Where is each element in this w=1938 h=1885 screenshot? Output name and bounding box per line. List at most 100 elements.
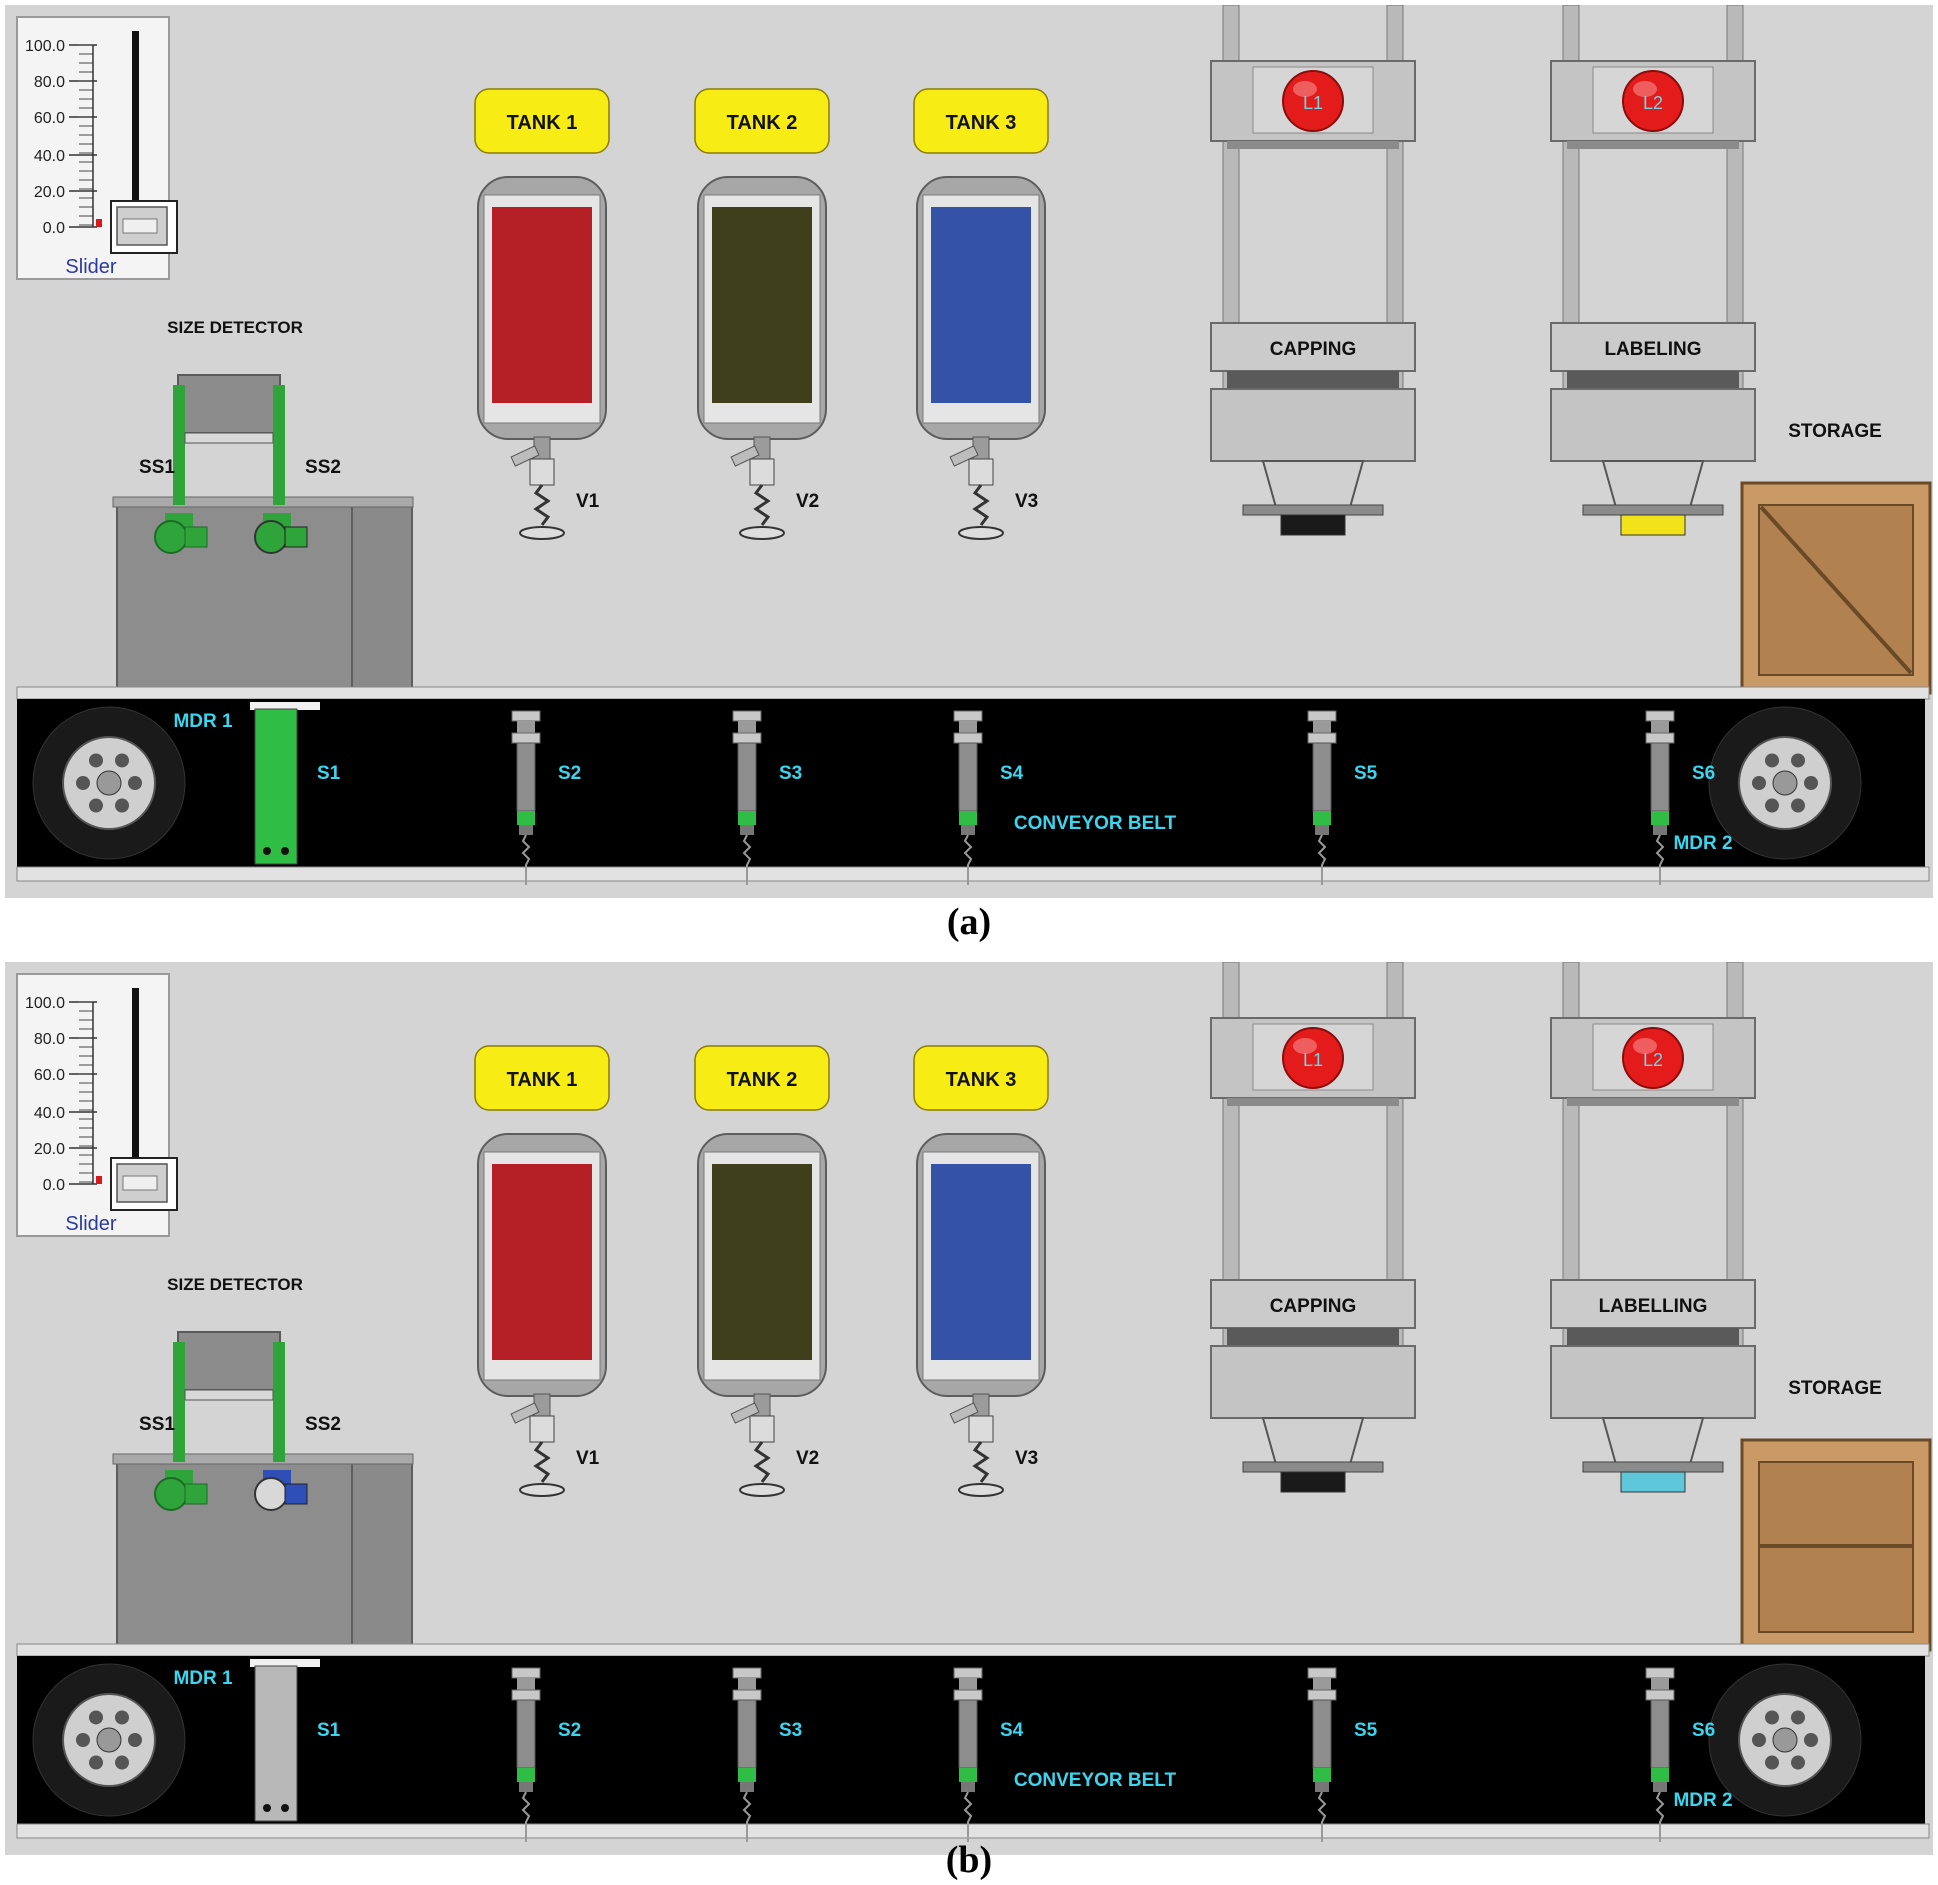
mdr1-label: MDR 1 [173, 1668, 233, 1689]
sensor-label: S6 [1692, 1720, 1715, 1741]
slider-track[interactable] [132, 31, 139, 251]
station-label: CAPPING [1270, 1296, 1357, 1317]
tank-2-button[interactable]: TANK 2 [694, 88, 830, 154]
slider-thumb[interactable] [110, 200, 178, 254]
valve-3[interactable]: V3 [949, 1393, 1038, 1497]
station-label: LABELLING [1599, 1296, 1708, 1317]
slider-tick-label: 0.0 [43, 1177, 65, 1194]
proximity-sensor-s4: S4 [953, 1667, 1024, 1842]
station-product [1620, 1471, 1686, 1493]
sensor-label: S2 [558, 763, 581, 784]
station-product [1620, 514, 1686, 536]
valve-1-label: V1 [576, 491, 600, 512]
slider-tick-label: 60.0 [34, 1067, 65, 1084]
slider-label: Slider [65, 256, 116, 278]
storage-label: STORAGE [1788, 1378, 1882, 1399]
sensor-label: S4 [1000, 1720, 1024, 1741]
tank-3: TANK 3 V3 [913, 88, 1049, 540]
station-label: LABELING [1604, 339, 1701, 360]
valve-2-label: V2 [796, 1448, 819, 1469]
tank-3-button[interactable]: TANK 3 [913, 88, 1049, 154]
tank-2: TANK 2 V2 [694, 88, 830, 540]
tank-3-liquid [931, 1164, 1031, 1360]
sensor-label: S1 [317, 1720, 341, 1741]
slider-tick-label: 20.0 [34, 184, 65, 201]
size-sensor-ss1 [154, 513, 208, 554]
sensor-label: S5 [1354, 763, 1378, 784]
size-sensor-ss1 [154, 1470, 208, 1511]
tank-1-liquid [492, 1164, 592, 1360]
proximity-sensor-s5: S5 [1307, 710, 1378, 885]
conveyor-label: CONVEYOR BELT [1014, 1770, 1177, 1791]
ss1-label: SS1 [139, 457, 175, 478]
storage-label: STORAGE [1788, 421, 1882, 442]
lamp-label: L2 [1643, 93, 1663, 113]
tank-2-label: TANK 2 [727, 1069, 798, 1091]
valve-2[interactable]: V2 [730, 1393, 819, 1497]
slider-tick-label: 40.0 [34, 148, 65, 165]
mdr1-label: MDR 1 [173, 711, 233, 732]
ss2-label: SS2 [305, 457, 341, 478]
gate-sensor-s1: S1 [250, 1659, 341, 1822]
tank-3-label: TANK 3 [946, 112, 1017, 134]
proximity-sensor-s6: S6 [1645, 1667, 1715, 1842]
drive-roller-mdr1 [32, 1663, 186, 1817]
proximity-sensor-s6: S6 [1645, 710, 1715, 885]
tank-3-label: TANK 3 [946, 1069, 1017, 1091]
size-detector: SIZE DETECTOR SS1 SS2 [112, 318, 414, 704]
station-product [1280, 514, 1346, 536]
valve-2-label: V2 [796, 491, 819, 512]
slider-tick-label: 0.0 [43, 220, 65, 237]
tank-1-button[interactable]: TANK 1 [474, 88, 610, 154]
drive-roller-mdr1 [32, 706, 186, 860]
valve-2[interactable]: V2 [730, 436, 819, 540]
panel-a-caption: (a) [946, 901, 992, 943]
proximity-sensor-s3: S3 [732, 1667, 802, 1842]
sensor-label: S2 [558, 1720, 581, 1741]
slider-tick-label: 20.0 [34, 1141, 65, 1158]
drive-roller-mdr2 [1708, 1663, 1862, 1817]
slider-tick-label: 80.0 [34, 1031, 65, 1048]
panel-b-caption: (b) [945, 1839, 993, 1881]
valve-1[interactable]: V1 [510, 436, 600, 540]
tank-2-button[interactable]: TANK 2 [694, 1045, 830, 1111]
valve-3[interactable]: V3 [949, 436, 1038, 540]
tank-1-liquid [492, 207, 592, 403]
station-product [1280, 1471, 1346, 1493]
lamp-l2: L2 [1622, 1027, 1684, 1089]
proximity-sensor-s5: S5 [1307, 1667, 1378, 1842]
slider-track[interactable] [132, 988, 139, 1208]
gate-sensor-s1: S1 [250, 702, 341, 865]
tank-2: TANK 2 V2 [694, 1045, 830, 1497]
slider-thumb[interactable] [110, 1157, 178, 1211]
storage-crate: STORAGE [1740, 1378, 1932, 1652]
storage-crate: STORAGE [1740, 421, 1932, 695]
sensor-label: S3 [779, 763, 802, 784]
lamp-label: L1 [1303, 1050, 1323, 1070]
lamp-l1: L1 [1282, 1027, 1344, 1089]
proximity-sensor-s4: S4 [953, 710, 1024, 885]
slider-tick-label: 80.0 [34, 74, 65, 91]
tank-1: TANK 1 V1 [474, 1045, 610, 1497]
tank-3-button[interactable]: TANK 3 [913, 1045, 1049, 1111]
size-detector-title: SIZE DETECTOR [167, 318, 303, 337]
ss1-label: SS1 [139, 1414, 175, 1435]
lamp-l1: L1 [1282, 70, 1344, 132]
slider-tick-label: 100.0 [25, 38, 65, 55]
tank-1: TANK 1 V1 [474, 88, 610, 540]
tank-3-liquid [931, 207, 1031, 403]
tank-1-button[interactable]: TANK 1 [474, 1045, 610, 1111]
mdr2-label: MDR 2 [1673, 833, 1732, 854]
valve-1[interactable]: V1 [510, 1393, 600, 1497]
sensor-label: S1 [317, 763, 341, 784]
valve-3-label: V3 [1015, 491, 1038, 512]
tank-3: TANK 3 V3 [913, 1045, 1049, 1497]
